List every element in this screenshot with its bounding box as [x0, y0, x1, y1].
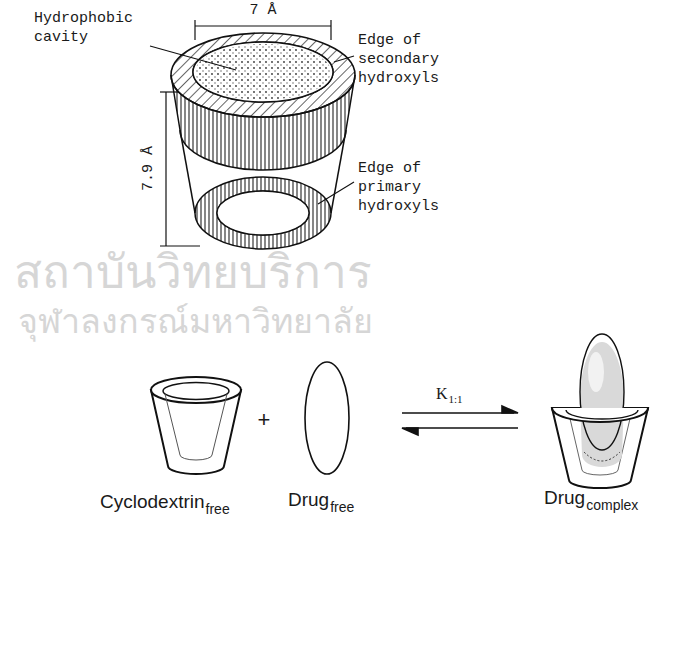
free-cyclodextrin [151, 377, 241, 474]
hydrophobic-cavity [195, 44, 331, 100]
dimension-label: 7 Å [249, 2, 276, 21]
equilibrium-constant: K [436, 384, 448, 404]
callout-label: Hydrophobic cavity [34, 10, 154, 48]
species-label: Drug [544, 486, 585, 510]
height-dimension [160, 92, 200, 246]
equilibrium-subscript: 1:1 [449, 393, 463, 407]
dimension-label: 7.9 Å [141, 143, 160, 192]
watermark: สถาบันวิทยบริการ [14, 244, 372, 302]
species-subscript: complex [586, 497, 638, 515]
cavity-outline [193, 42, 333, 102]
watermark: จุฬาลงกรณ์มหาวิทยาลัย [18, 300, 373, 343]
callout-label: Edge of secondary hydroxyls [358, 32, 478, 88]
plus-sign: + [258, 406, 271, 434]
equilibrium-arrows [402, 406, 518, 435]
leader-line [150, 46, 354, 204]
species-subscript: free [330, 499, 354, 517]
species-subscript: free [206, 501, 230, 519]
primary-rim [195, 177, 331, 249]
secondary-rim [171, 33, 355, 117]
width-dimension [195, 20, 331, 40]
free-drug [305, 362, 349, 474]
callout-label: Edge of primary hydroxyls [358, 160, 468, 216]
drug-complex [552, 334, 648, 488]
species-label: Cyclodextrin [100, 490, 205, 514]
species-label: Drug [288, 488, 329, 512]
